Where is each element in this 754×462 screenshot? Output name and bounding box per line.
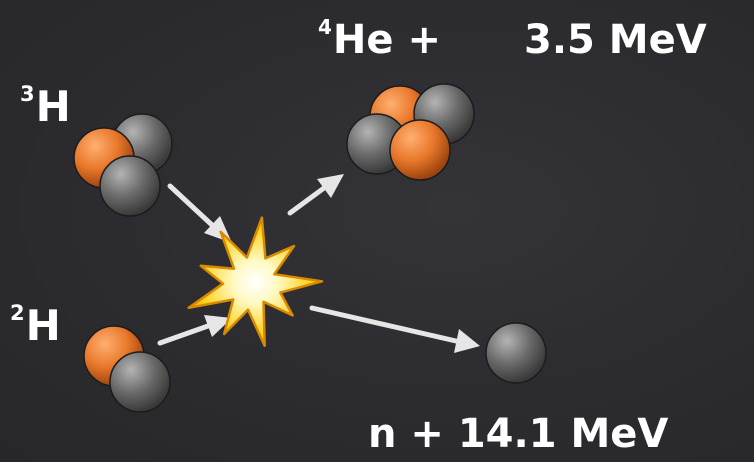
neutron-ball: [109, 351, 171, 413]
arrow-burst-to-neutron: [309, 305, 480, 353]
neutron-energy-label: n + 14.1 MeV: [368, 411, 669, 457]
helium-label: 4He +: [318, 17, 441, 63]
tritium-symbol: H: [35, 82, 71, 131]
fusion-burst: [187, 216, 324, 347]
arrow-burst-to-helium: [287, 174, 344, 216]
neutron-ball: [99, 155, 161, 217]
free-neutron: [485, 322, 547, 384]
deuterium-symbol: H: [25, 301, 61, 350]
arrows: [157, 174, 480, 353]
tritium-nucleus: [73, 113, 173, 217]
tritium-label: 3H: [20, 84, 71, 128]
neutron-ball: [485, 322, 547, 384]
burst-shape: [187, 216, 324, 347]
helium-energy-label: 3.5 MeV: [524, 17, 707, 63]
tritium-mass-number: 3: [20, 82, 35, 107]
arrow-deuterium-to-burst: [157, 315, 232, 346]
deuterium-label: 2H: [10, 303, 61, 347]
proton-ball: [389, 119, 451, 181]
deuterium-nucleus: [83, 325, 171, 413]
helium-nucleus: [346, 83, 475, 181]
deuterium-mass-number: 2: [10, 301, 25, 326]
helium-mass-number: 4: [318, 15, 332, 39]
helium-symbol: He +: [332, 17, 441, 63]
